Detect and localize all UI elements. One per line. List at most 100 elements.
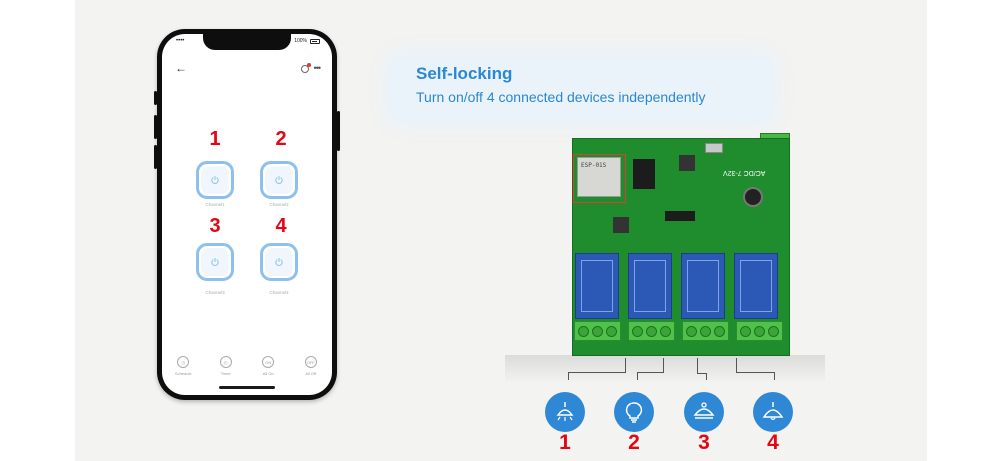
channel-3-power-button[interactable] <box>196 243 234 281</box>
battery-percent: 100% <box>294 38 307 44</box>
wire <box>706 373 707 380</box>
power-icon <box>275 176 283 184</box>
relay-terminal-4 <box>736 321 783 341</box>
phone-side-button <box>154 145 157 169</box>
terminal-screw <box>592 326 603 337</box>
relay-face <box>687 260 719 312</box>
all-off-icon: OFF <box>304 356 317 368</box>
terminal-screw <box>768 326 779 337</box>
board-shadow <box>505 355 825 383</box>
tab-timer[interactable]: ◴ Timer <box>206 356 246 395</box>
feature-callout: Self-locking Turn on/off 4 connected dev… <box>389 55 774 123</box>
relay-4 <box>734 253 778 319</box>
ceiling-lamp-icon <box>556 402 574 421</box>
phone-power-button <box>337 111 340 151</box>
channel-2-label: Channel2 <box>269 202 289 207</box>
wire <box>663 358 664 373</box>
device-1 <box>545 392 585 432</box>
device-2 <box>614 392 654 432</box>
ic-chip <box>633 159 655 189</box>
battery-icon <box>310 38 320 44</box>
relay-face <box>740 260 772 312</box>
home-indicator <box>219 386 275 389</box>
power-icon <box>275 258 283 266</box>
terminal-screw <box>714 326 725 337</box>
relay-terminal-3 <box>682 321 729 341</box>
wire <box>736 372 774 373</box>
pendant-lamp-icon <box>693 402 715 419</box>
terminal-screw <box>606 326 617 337</box>
channel-4-label: Channel4 <box>269 290 289 295</box>
power-icon <box>211 176 219 184</box>
channel-number-3: 3 <box>209 215 221 237</box>
terminal-screw <box>686 326 697 337</box>
light-bulb-icon <box>625 402 643 423</box>
device-4 <box>753 392 793 432</box>
tact-switch <box>679 155 695 171</box>
relay-face <box>581 260 613 312</box>
wire <box>774 372 775 380</box>
terminal-screw <box>578 326 589 337</box>
bottom-tab-bar: ◷ Schedule ◴ Timer ON All On OFF All Off <box>162 356 332 395</box>
status-signal: •••• <box>176 38 185 44</box>
device-3 <box>684 392 724 432</box>
callout-title: Self-locking <box>416 64 513 83</box>
wire <box>568 372 569 380</box>
device-number-2: 2 <box>628 431 640 454</box>
dome-lamp-icon <box>762 402 784 421</box>
tab-all-on[interactable]: ON All On <box>248 356 288 395</box>
power-icon <box>211 258 219 266</box>
wire <box>736 358 737 373</box>
tab-label: Timer <box>220 371 231 376</box>
channel-3-label: Channel3 <box>205 290 225 295</box>
relay-board: ESP-01S AC/DC 7-32V <box>572 138 790 356</box>
channel-number-1: 1 <box>209 128 221 150</box>
usb-port <box>705 143 723 153</box>
device-number-3: 3 <box>698 431 710 454</box>
capacitor <box>743 187 763 207</box>
more-menu-icon[interactable]: ••• <box>313 63 322 73</box>
phone-notch <box>203 34 291 50</box>
power-button-face <box>201 248 229 276</box>
phone-side-button <box>154 91 157 105</box>
tab-label: All Off <box>305 371 317 376</box>
relay-3 <box>681 253 725 319</box>
device-number-1: 1 <box>559 431 571 454</box>
phone-side-button <box>154 115 157 139</box>
wire <box>625 358 626 373</box>
top-actions: ••• <box>300 62 322 73</box>
terminal-screw <box>646 326 657 337</box>
relay-terminal-1 <box>574 321 621 341</box>
wifi-module: ESP-01S <box>577 157 621 197</box>
wire <box>697 358 698 374</box>
clock-icon: ◷ <box>177 356 190 368</box>
smartphone-mockup: •••• 100% ← ••• 1 2 3 4 Channel1 <box>154 29 340 400</box>
relay-face <box>634 260 666 312</box>
power-button-face <box>265 248 293 276</box>
channel-1-power-button[interactable] <box>196 161 234 199</box>
back-arrow-icon[interactable]: ← <box>175 61 187 75</box>
wire <box>637 372 638 380</box>
power-button-face <box>201 166 229 194</box>
terminal-screw <box>754 326 765 337</box>
terminal-screw <box>632 326 643 337</box>
status-right: 100% <box>294 38 320 44</box>
wire <box>697 373 706 374</box>
terminal-screw <box>660 326 671 337</box>
terminal-screw <box>700 326 711 337</box>
channel-1-label: Channel1 <box>205 202 225 207</box>
channel-4-power-button[interactable] <box>260 243 298 281</box>
device-number-4: 4 <box>767 431 779 454</box>
power-label: AC/DC 7-32V <box>723 169 766 176</box>
tab-label: All On <box>262 371 274 376</box>
channel-2-power-button[interactable] <box>260 161 298 199</box>
tact-switch <box>613 217 629 233</box>
device-settings-icon[interactable] <box>300 62 311 73</box>
relay-terminal-2 <box>628 321 675 341</box>
module-label: ESP-01S <box>581 162 607 169</box>
ic-chip <box>665 211 695 221</box>
tab-all-off[interactable]: OFF All Off <box>291 356 331 395</box>
tab-schedule[interactable]: ◷ Schedule <box>163 356 203 395</box>
channel-number-2: 2 <box>275 128 287 150</box>
all-on-icon: ON <box>262 356 275 368</box>
